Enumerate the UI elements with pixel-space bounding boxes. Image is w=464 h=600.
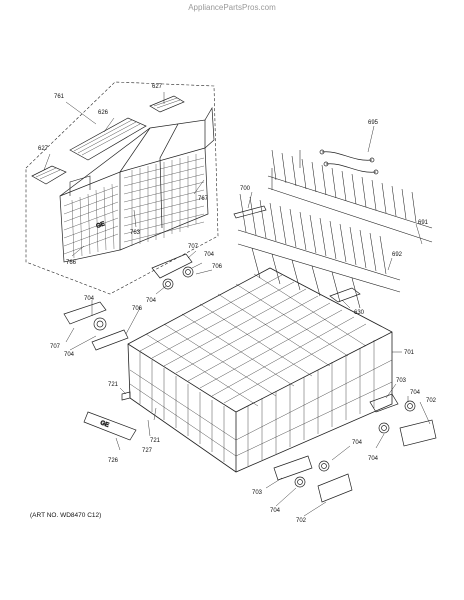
callout-704: 704 (64, 352, 75, 358)
callout-707: 707 (188, 244, 199, 250)
callout-labels: 761 627 626 627 763 766 767 695 700 691 … (38, 84, 437, 524)
callout-704: 704 (352, 440, 363, 446)
basket-badge: GE (96, 221, 106, 230)
callout-721: 721 (108, 382, 119, 388)
callout-630: 630 (354, 310, 365, 316)
rail-cable-695 (319, 149, 379, 175)
callout-692: 692 (392, 252, 403, 258)
callout-704: 704 (410, 390, 421, 396)
callout-763: 763 (130, 230, 141, 236)
watermark: AppliancePartsPros.com (188, 3, 276, 12)
callout-627: 627 (38, 146, 49, 152)
callout-704: 704 (204, 252, 215, 258)
callout-703: 703 (252, 490, 263, 496)
callout-691: 691 (418, 220, 429, 226)
rack-clip-630 (329, 287, 361, 303)
wheel-assembly-front (273, 455, 353, 503)
callout-700: 700 (240, 186, 251, 192)
callout-704: 704 (270, 508, 281, 514)
silverware-basket-group: GE (25, 81, 219, 295)
art-number: (ART NO. WD8470 C12) (30, 512, 102, 519)
callout-627: 627 (152, 84, 163, 90)
basket-cover-627-left (31, 165, 67, 185)
callout-706: 706 (212, 264, 223, 270)
basket-group-dashed-outline (25, 81, 219, 295)
callout-704: 704 (368, 456, 379, 462)
tine-row-assembly (237, 149, 433, 309)
callout-706: 706 (132, 306, 143, 312)
basket-cover-626 (69, 117, 147, 161)
callout-704: 704 (146, 298, 157, 304)
callout-702: 702 (426, 398, 437, 404)
rack-clip-721 (121, 391, 131, 401)
callout-761: 761 (54, 94, 65, 100)
callout-767: 767 (198, 196, 209, 202)
callout-695: 695 (368, 120, 379, 126)
silverware-basket: GE (59, 106, 215, 263)
callout-703: 703 (396, 378, 407, 384)
rail-insert-700 (233, 205, 267, 219)
callout-721: 721 (150, 438, 161, 444)
callout-626: 626 (98, 110, 109, 116)
callout-766: 766 (66, 260, 77, 266)
basket-cover-627-right (149, 95, 185, 113)
rack-plate-badge: GE (99, 420, 109, 429)
callout-701: 701 (404, 350, 415, 356)
wheel-assembly-right (369, 393, 437, 447)
callout-702: 702 (296, 518, 307, 524)
wheel-assembly-left (63, 301, 129, 351)
callout-726: 726 (108, 458, 119, 464)
callout-727: 727 (142, 448, 153, 454)
callout-707: 707 (50, 344, 61, 350)
wheel-assembly-upper (151, 253, 194, 290)
callout-704: 704 (84, 296, 95, 302)
rack-plate-726: GE (83, 411, 137, 441)
